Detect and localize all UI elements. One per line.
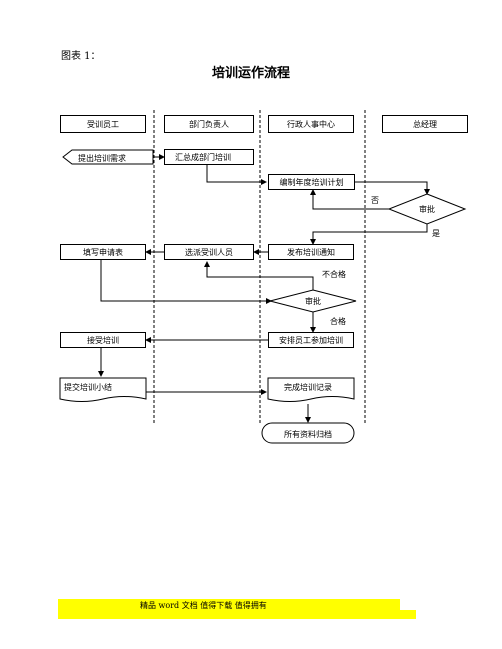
submit-summary-shape — [59, 377, 147, 402]
node-gm-approve: 审批 — [419, 205, 435, 214]
node-submit-summary: 提交培训小结 — [64, 383, 112, 392]
lane-header-dept-head: 部门负责人 — [164, 115, 254, 133]
raise-need-shape — [62, 149, 154, 165]
node-raise-need: 提出培训需求 — [78, 154, 126, 163]
gm-approve-diamond — [387, 193, 467, 225]
complete-record-shape — [267, 377, 355, 402]
edge-label-fail: 不合格 — [322, 270, 346, 279]
figure-caption: 图表 1： — [61, 51, 101, 62]
lane-header-hr-center: 行政人事中心 — [268, 115, 354, 133]
footer-highlight-lower — [58, 610, 416, 619]
node-complete-record: 完成培训记录 — [284, 383, 332, 392]
node-publish-notice: 发布培训通知 — [268, 244, 354, 260]
edge-label-no: 否 — [371, 196, 379, 205]
node-receive: 接受培训 — [60, 332, 146, 348]
lane-header-employee: 受训员工 — [60, 115, 146, 133]
node-arrange: 安排员工参加培训 — [268, 332, 354, 348]
node-summarize: 汇总成部门培训 — [164, 149, 254, 165]
lane-header-gm: 总经理 — [382, 115, 468, 133]
node-annual-plan: 编制年度培训计划 — [268, 174, 355, 190]
node-archive: 所有资料归档 — [284, 430, 332, 439]
footer-text: 精品 word 文档 值得下载 值得拥有 — [140, 601, 267, 610]
node-fill-form: 填写申请表 — [60, 244, 146, 260]
page-title: 培训运作流程 — [211, 66, 290, 81]
edge-label-pass: 合格 — [330, 317, 346, 326]
archive-shape — [261, 422, 355, 444]
footer-highlight — [58, 599, 400, 611]
node-select-trainees: 选派受训人员 — [164, 244, 254, 260]
edge-label-yes: 是 — [432, 229, 440, 238]
hr-approve-diamond — [269, 289, 357, 313]
node-hr-approve: 审批 — [305, 297, 321, 306]
